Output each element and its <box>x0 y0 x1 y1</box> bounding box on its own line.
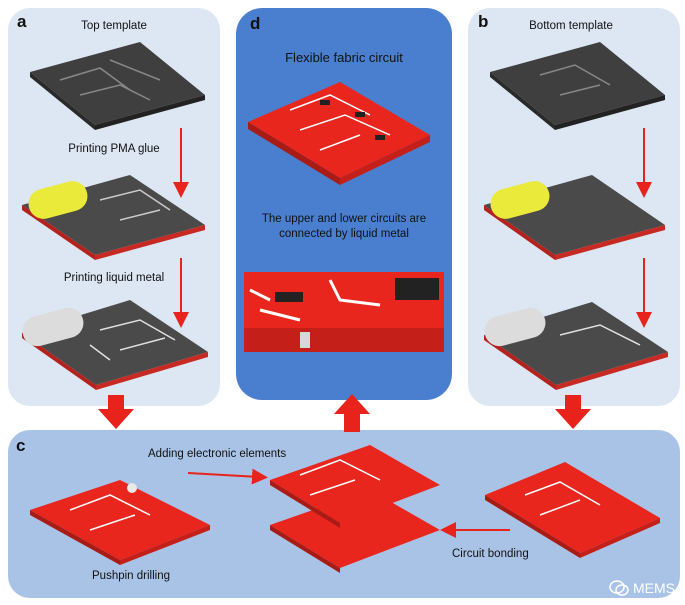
yellow-roller <box>28 181 88 219</box>
panel-c-letter: c <box>16 436 26 455</box>
adding-elements-label: Adding electronic elements <box>148 448 287 460</box>
top-template-board <box>30 42 205 130</box>
panel-b-letter: b <box>478 12 489 31</box>
top-template-label: Top template <box>81 20 147 32</box>
flexible-circuit-board <box>248 82 430 185</box>
bottom-template-label: Bottom template <box>529 20 613 32</box>
flexible-circuit-title: Flexible fabric circuit <box>285 50 403 65</box>
printing-metal-label: Printing liquid metal <box>63 272 165 284</box>
stacked-boards <box>270 445 440 573</box>
pushpin-board <box>30 480 210 565</box>
liquid-metal-closeup <box>244 272 444 352</box>
watermark: MEMS <box>609 579 675 597</box>
wechat-icon <box>609 580 629 596</box>
bottom-metal-board <box>484 302 668 390</box>
glue-board <box>22 175 205 260</box>
circuit-bonding-label: Circuit bonding <box>452 548 529 560</box>
white-roller <box>22 307 84 347</box>
bottom-template-board <box>490 42 665 130</box>
pushpin-drilling-label: Pushpin drilling <box>92 570 170 582</box>
bottom-glue-board <box>484 175 665 260</box>
bottom-circuit-board <box>485 462 660 558</box>
liquid-metal-board <box>22 300 208 390</box>
panel-a-letter: a <box>17 12 27 31</box>
panel-d-letter: d <box>250 14 261 33</box>
watermark-text: MEMS <box>633 580 675 596</box>
connected-text: The upper and lower circuits are connect… <box>261 213 427 240</box>
printing-glue-label: Printing PMA glue <box>68 143 160 155</box>
